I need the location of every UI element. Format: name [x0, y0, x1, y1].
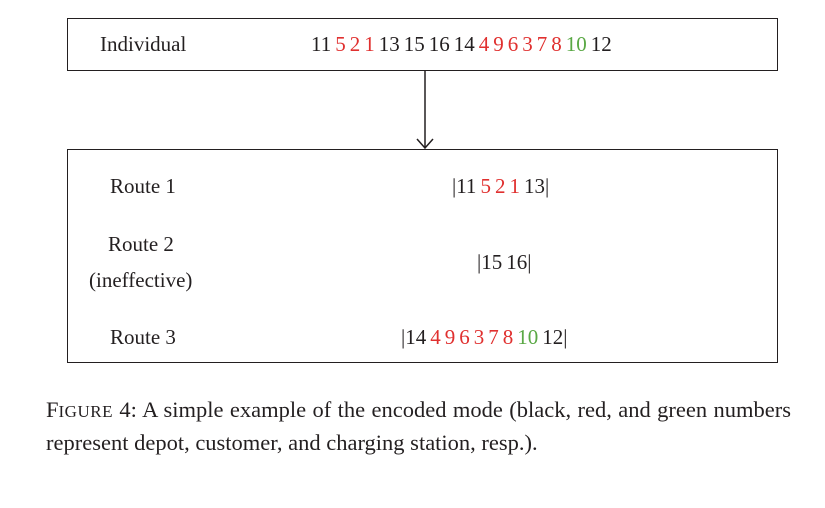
sequence-number: 12 — [590, 32, 612, 56]
sequence-number: 1 — [364, 32, 375, 56]
sequence-number: 16| — [506, 250, 532, 274]
individual-label: Individual — [100, 32, 187, 56]
sequence-number: |11 — [452, 174, 477, 198]
sequence-number: 8 — [551, 32, 562, 56]
sequence-number: 14 — [453, 32, 475, 56]
caption-figure-initial: F — [46, 397, 59, 422]
sequence-number: 9 — [493, 32, 504, 56]
sequence-number: 13| — [523, 174, 550, 198]
route-2-label: Route 2 — [108, 232, 174, 256]
route-2-note: (ineffective) — [89, 268, 193, 292]
sequence-number: 16 — [428, 32, 450, 56]
sequence-number: |15 — [477, 250, 503, 274]
sequence-number: 4 — [478, 32, 490, 56]
routes-box — [67, 149, 778, 363]
sequence-number: 2 — [349, 32, 361, 56]
caption-figure-number: 4: — [119, 397, 137, 422]
caption-figure-rest: IGURE — [58, 402, 113, 421]
individual-box — [67, 18, 778, 71]
sequence-number: 9 — [444, 325, 456, 349]
sequence-number: 12| — [542, 325, 568, 349]
figure-caption: FIGURE 4: A simple example of the encode… — [46, 394, 791, 458]
sequence-number: |14 — [401, 325, 427, 349]
route-1-label: Route 1 — [110, 174, 176, 198]
sequence-number: 4 — [430, 325, 441, 349]
sequence-number: 3 — [522, 32, 533, 56]
sequence-number: 10 — [565, 32, 587, 56]
sequence-number: 6 — [459, 325, 470, 349]
sequence-number: 10 — [517, 325, 539, 349]
route-3-label: Route 3 — [110, 325, 176, 349]
caption-text: A simple example of the encoded mode (bl… — [46, 397, 792, 455]
sequence-number: 3 — [473, 325, 485, 349]
sequence-number: 13 — [378, 32, 400, 56]
sequence-number: 5 — [480, 174, 491, 198]
sequence-number: 8 — [502, 325, 514, 349]
sequence-number: 7 — [536, 32, 548, 56]
sequence-number: 11 — [311, 32, 332, 56]
sequence-number: 7 — [488, 325, 499, 349]
sequence-number: 1 — [509, 174, 520, 198]
down-arrow-icon — [416, 71, 434, 150]
sequence-number: 5 — [335, 32, 346, 56]
sequence-number: 6 — [507, 32, 519, 56]
sequence-number: 15 — [403, 32, 425, 56]
sequence-number: 2 — [494, 174, 506, 198]
